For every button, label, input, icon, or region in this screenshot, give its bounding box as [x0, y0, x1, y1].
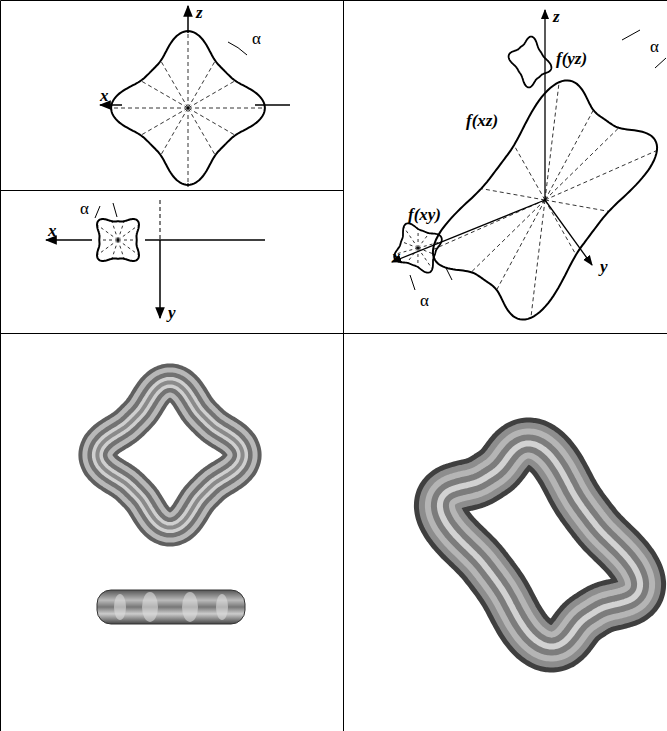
radial-line — [545, 128, 619, 200]
radial-line — [112, 221, 118, 240]
radial-line — [545, 82, 559, 200]
radial-line — [112, 240, 118, 259]
radial-line — [471, 200, 545, 272]
axis-label: x — [392, 248, 401, 265]
axis-label: x — [100, 87, 109, 104]
xy-profile — [46, 200, 265, 318]
radial-line — [111, 108, 188, 109]
radial-line — [118, 240, 124, 259]
rendered-ring-side-view — [97, 590, 245, 624]
axis-label: f(xz) — [466, 112, 498, 129]
axis-label: y — [600, 258, 608, 275]
radial-line — [404, 227, 418, 248]
radial-line — [188, 31, 189, 108]
radial-line — [545, 200, 609, 211]
radial-line — [531, 200, 545, 318]
angle-label: α — [420, 292, 429, 309]
3d-profile — [392, 10, 666, 320]
radial-line — [188, 108, 215, 155]
radial-line — [497, 200, 545, 290]
angle-label: α — [80, 200, 89, 217]
radial-line — [188, 61, 215, 108]
radial-line — [418, 233, 429, 248]
radial-line — [418, 248, 435, 255]
radial-line — [188, 108, 189, 185]
rendered-ring-perspective — [440, 443, 640, 646]
radial-line — [545, 151, 657, 201]
radial-line — [545, 200, 576, 255]
radial-line — [188, 108, 265, 109]
radial-line — [514, 145, 545, 200]
radial-line — [141, 81, 188, 108]
axis-label: f(xy) — [408, 206, 441, 223]
radial-line — [161, 61, 188, 108]
radial-line — [401, 242, 418, 249]
rendered-ring-top-view — [97, 382, 242, 527]
angle-label: α — [252, 30, 261, 47]
radial-line — [418, 229, 419, 248]
radial-line — [161, 108, 188, 155]
radial-line — [118, 221, 124, 240]
axis-label: z — [196, 4, 203, 21]
radial-line — [188, 81, 235, 108]
axis-label: z — [553, 8, 560, 25]
radial-line — [118, 240, 137, 241]
radial-line — [481, 189, 545, 200]
radial-line — [188, 108, 235, 135]
angle-label: α — [650, 38, 659, 55]
radial-line — [141, 108, 188, 135]
axis-label: x — [48, 222, 57, 239]
xz-profile — [100, 6, 290, 190]
radial-line — [99, 240, 118, 241]
axis-label: y — [168, 304, 176, 321]
radial-line — [545, 110, 593, 200]
axis-label: f(yz) — [556, 50, 587, 67]
